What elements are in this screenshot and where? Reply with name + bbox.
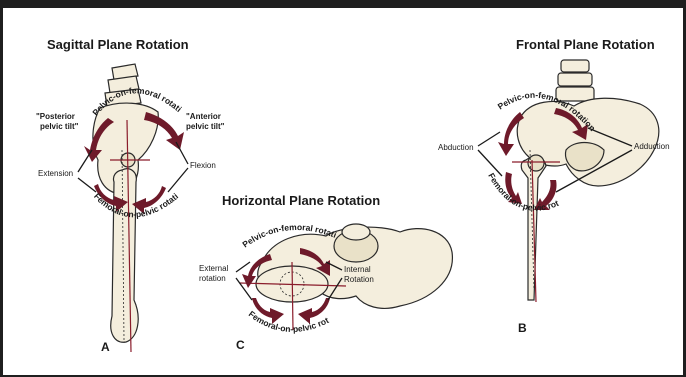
abduction-leader-1 <box>478 132 500 146</box>
panel-a-sagittal: Sagittal Plane Rotation Pelvic-on-femora… <box>0 0 225 354</box>
internal-rotation-label-1: Internal <box>344 265 371 274</box>
lumbar-spine-b <box>556 60 594 101</box>
external-rotation-label-2: rotation <box>199 274 226 283</box>
internal-rotation-label-2: Rotation <box>344 275 374 284</box>
lower-arc-label-b: Femoral-on-pelvic rotation <box>0 0 560 213</box>
external-leader-1 <box>236 262 250 272</box>
extension-leader-1 <box>78 150 92 172</box>
extension-leader-2 <box>78 178 96 192</box>
femur-a <box>111 169 138 342</box>
abduction-label: Abduction <box>438 143 474 152</box>
panel-b-letter: B <box>518 321 527 335</box>
panel-a-letter: A <box>101 340 110 354</box>
posterior-tilt-label-2: pelvic tilt" <box>40 122 79 131</box>
posterior-tilt-label-1: "Posterior <box>36 112 75 121</box>
spinous-c <box>342 224 370 240</box>
anterior-tilt-label-1: "Anterior <box>186 112 221 121</box>
panel-c-title: Horizontal Plane Rotation <box>222 193 380 208</box>
abduction-leader-2 <box>478 150 502 176</box>
anterior-tilt-label-2: pelvic tilt" <box>186 122 225 131</box>
upper-arc-label-a: Pelvic-on-femoral rotation <box>0 0 184 118</box>
adduction-label: Adduction <box>634 142 670 151</box>
panel-a-title: Sagittal Plane Rotation <box>47 37 189 52</box>
flexion-leader-2 <box>168 168 188 192</box>
panel-b-title: Frontal Plane Rotation <box>516 37 655 52</box>
extension-label: Extension <box>38 169 73 178</box>
flexion-label: Flexion <box>190 161 216 170</box>
external-rotation-label-1: External <box>199 264 229 273</box>
panel-c-letter: C <box>236 338 245 352</box>
flexion-leader-1 <box>176 142 188 164</box>
